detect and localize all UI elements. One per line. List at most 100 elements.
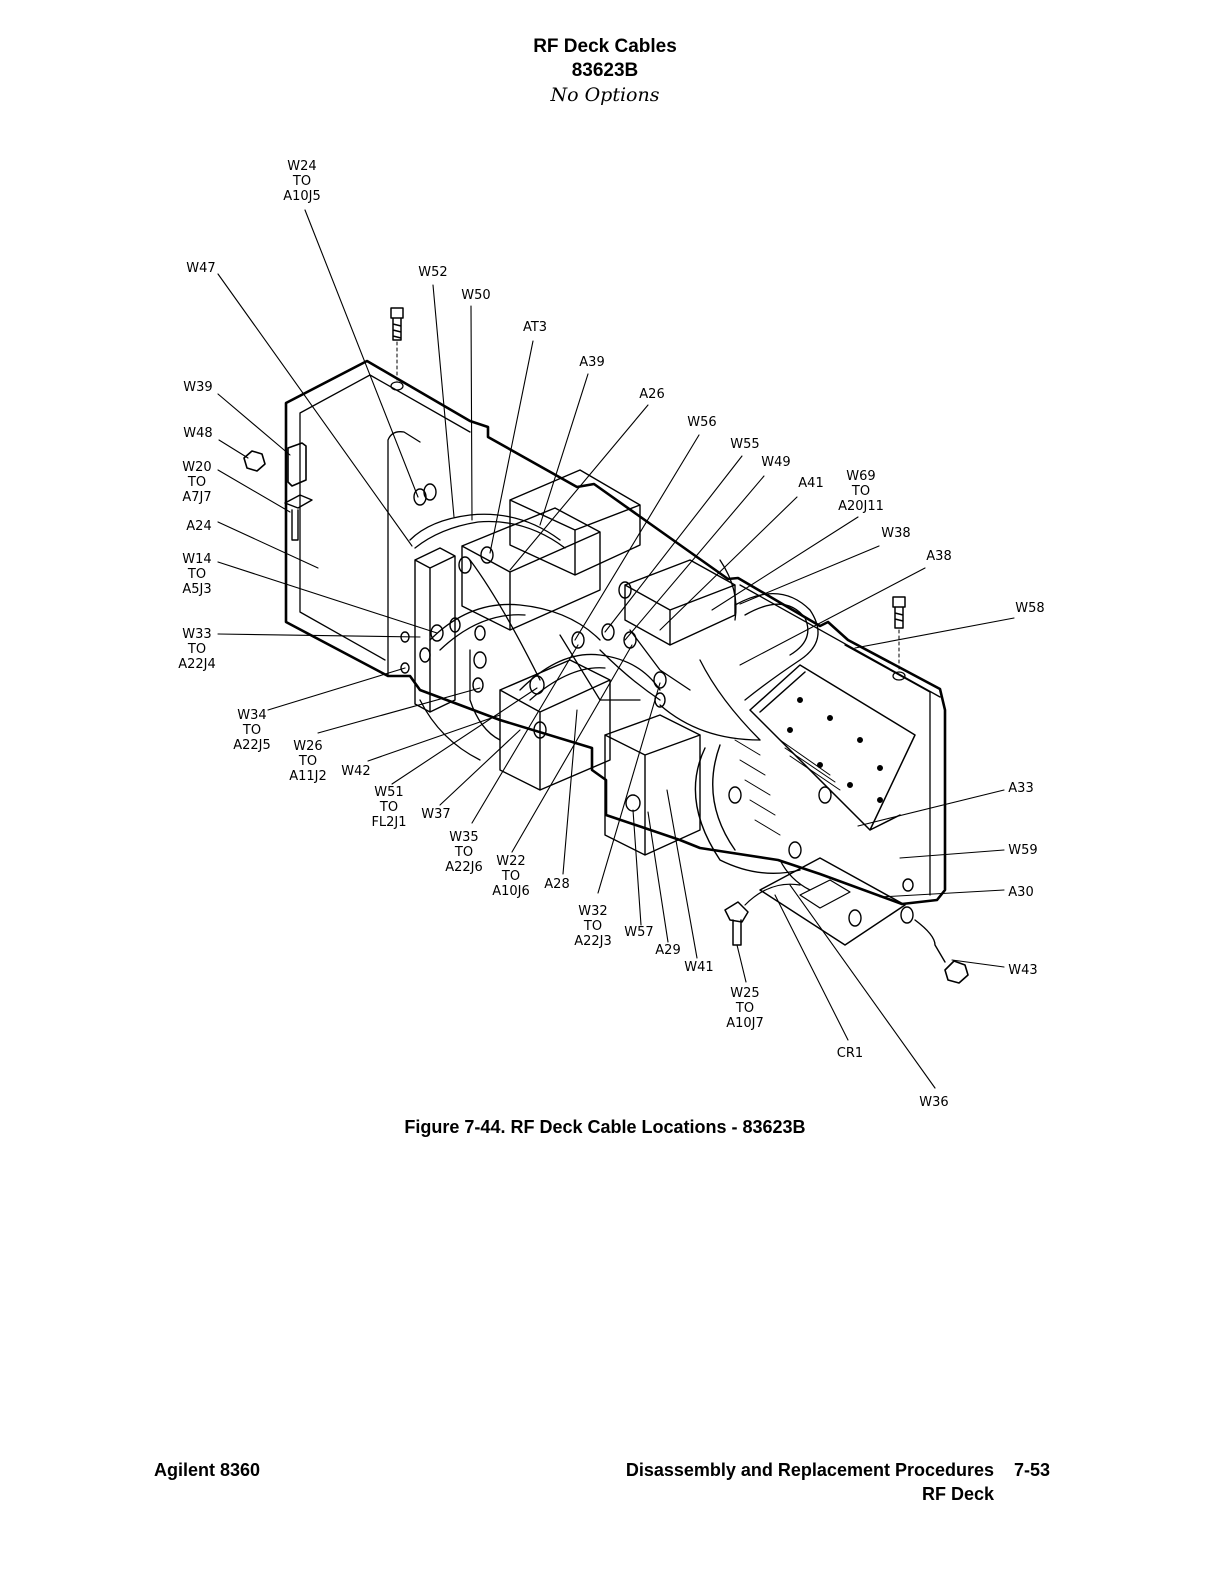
label-line: A38 (926, 549, 951, 564)
label-line: TO (187, 642, 206, 657)
module-a26 (461, 507, 601, 631)
label-line: A11J2 (289, 769, 327, 784)
label-a28: A28 (544, 877, 569, 892)
label-line: A22J6 (445, 860, 483, 875)
label-line: W49 (761, 455, 790, 470)
label-line: TO (454, 845, 473, 860)
label-line: W37 (421, 807, 450, 822)
label-a29: A29 (655, 943, 680, 958)
label-w52: W52 (418, 265, 447, 280)
page-title: RF Deck Cables (533, 36, 677, 57)
label-w42: W42 (341, 764, 370, 779)
screw-top-left (390, 307, 404, 341)
label-line: W52 (418, 265, 447, 280)
label-w58: W58 (1015, 601, 1044, 616)
label-a26: A26 (639, 387, 664, 402)
label-w55: W55 (730, 437, 759, 452)
label-line: W58 (1015, 601, 1044, 616)
label-line: W36 (919, 1095, 948, 1110)
label-line: W47 (186, 261, 215, 276)
label-line: W38 (881, 526, 910, 541)
label-line: W59 (1008, 843, 1037, 858)
label-line: W56 (687, 415, 716, 430)
label-a41: A41 (798, 476, 823, 491)
module-a29 (604, 714, 701, 856)
label-line: TO (298, 754, 317, 769)
label-line: A33 (1008, 781, 1033, 796)
label-line: W26 (293, 739, 322, 754)
label-line: W57 (624, 925, 653, 940)
footer-subsection: RF Deck (921, 1484, 994, 1504)
footer-product: Agilent 8360 (154, 1460, 261, 1480)
label-cr1: CR1 (837, 1046, 863, 1061)
footer-page-number: 7-53 (1014, 1460, 1051, 1480)
module-a28 (499, 659, 611, 791)
label-line: A22J3 (574, 934, 612, 949)
label-line: W42 (341, 764, 370, 779)
label-a24: A24 (186, 519, 211, 534)
label-a38: A38 (926, 549, 951, 564)
label-w37: W37 (421, 807, 450, 822)
label-w38: W38 (881, 526, 910, 541)
label-line: A24 (186, 519, 211, 534)
label-line: TO (501, 869, 520, 884)
label-line: A10J5 (283, 189, 321, 204)
label-line: W32 (578, 904, 607, 919)
label-line: FL2J1 (371, 815, 406, 830)
label-line: A7J7 (182, 490, 211, 505)
label-line: A29 (655, 943, 680, 958)
label-a39: A39 (579, 355, 604, 370)
label-line: TO (851, 484, 870, 499)
label-w47: W47 (186, 261, 215, 276)
label-a30: A30 (1008, 885, 1033, 900)
label-line: W55 (730, 437, 759, 452)
label-line: W34 (237, 708, 266, 723)
label-w39: W39 (183, 380, 212, 395)
label-line: W22 (496, 854, 525, 869)
label-line: TO (583, 919, 602, 934)
label-line: W20 (182, 460, 211, 475)
label-w48: W48 (183, 426, 212, 441)
label-line: AT3 (523, 320, 547, 335)
label-at3: AT3 (523, 320, 547, 335)
label-line: W41 (684, 960, 713, 975)
label-line: A20J11 (838, 499, 884, 514)
label-w59: W59 (1008, 843, 1037, 858)
label-line: A28 (544, 877, 569, 892)
footer-section: Disassembly and Replacement Procedures (625, 1460, 994, 1480)
label-line: W51 (374, 785, 403, 800)
label-line: W25 (730, 986, 759, 1001)
page-model: 83623B (571, 60, 639, 81)
label-line: TO (187, 567, 206, 582)
label-w57: W57 (624, 925, 653, 940)
label-line: TO (292, 174, 311, 189)
label-line: TO (187, 475, 206, 490)
label-line: W48 (183, 426, 212, 441)
label-line: TO (242, 723, 261, 738)
label-w41: W41 (684, 960, 713, 975)
screw-top-right (892, 596, 906, 629)
label-line: A30 (1008, 885, 1033, 900)
label-w36: W36 (919, 1095, 948, 1110)
label-line: TO (379, 800, 398, 815)
label-line: A22J4 (178, 657, 216, 672)
label-line: A10J6 (492, 884, 530, 899)
board-a30 (759, 857, 906, 946)
label-a33: A33 (1008, 781, 1033, 796)
label-line: A41 (798, 476, 823, 491)
label-w43: W43 (1008, 963, 1037, 978)
